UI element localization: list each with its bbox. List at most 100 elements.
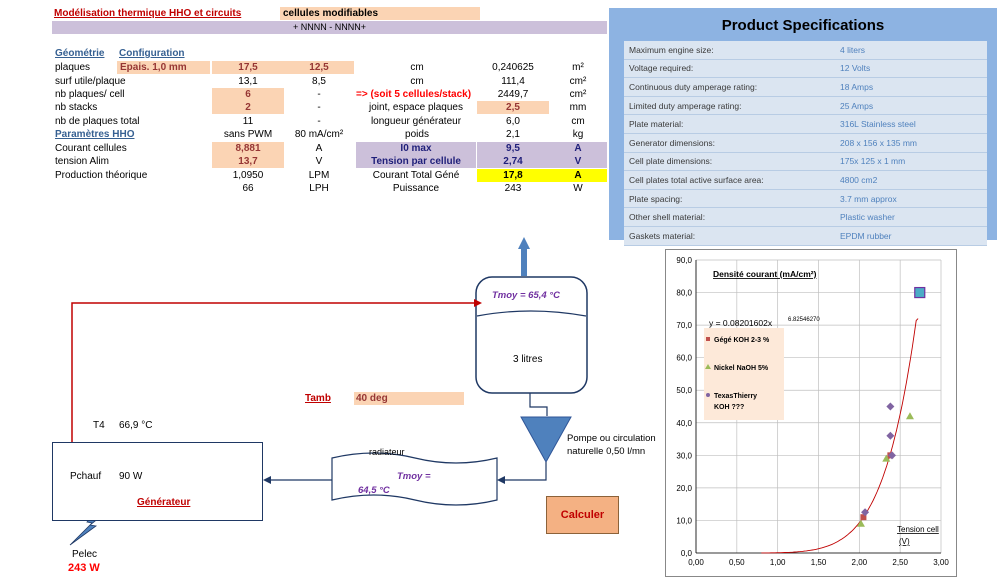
value: 6,0 — [506, 116, 520, 127]
row-label: Production théorique — [55, 170, 148, 181]
spec-row: Plate material:316L Stainless steel — [624, 114, 987, 134]
row-label: nb stacks — [55, 102, 98, 113]
spec-key: Continuous duty amperage rating: — [624, 77, 835, 97]
tank-temperature: Tmoy = 65,4 °C — [492, 290, 560, 301]
trendline-equation: y = 0.08201602x — [709, 318, 773, 328]
ambient-temperature-input[interactable]: 40 deg — [354, 392, 464, 405]
value: 9,5 — [477, 142, 549, 155]
radiator — [331, 452, 498, 506]
spec-row: Continuous duty amperage rating:18 Amps — [624, 77, 987, 97]
data-point — [905, 412, 914, 420]
row-label: plaques — [55, 62, 91, 73]
value: - — [317, 89, 321, 100]
row-label: nb plaques/ cell — [55, 89, 125, 100]
spec-value: 4800 cm2 — [835, 170, 987, 190]
tank — [475, 276, 588, 394]
plate-width-input[interactable]: 12,5 — [284, 61, 354, 74]
spec-key: Maximum engine size: — [624, 41, 835, 60]
total-current-highlight — [477, 169, 607, 182]
y-tick-label: 60,0 — [676, 354, 692, 363]
legend-label: Gégé KOH 2-3 % — [714, 337, 770, 344]
unit: LPM — [308, 170, 330, 181]
spec-row: Generator dimensions:208 x 156 x 135 mm — [624, 133, 987, 153]
value: 17,8 — [503, 170, 523, 181]
thickness-cell[interactable]: Epais. 1,0 mm — [117, 61, 210, 74]
legend-marker — [706, 337, 710, 341]
spec-key: Other shell material: — [624, 207, 835, 227]
spec-value: 3.7 mm approx — [835, 189, 987, 209]
spacing-input[interactable]: 2,5 — [477, 101, 549, 114]
unit: kg — [572, 129, 584, 140]
value: 2,74 — [477, 155, 549, 168]
value: 66 — [242, 183, 254, 194]
unit: A — [574, 170, 582, 181]
calculate-button[interactable]: Calculer — [546, 496, 619, 534]
unit: V — [315, 156, 323, 167]
legend-background — [704, 328, 784, 420]
plate-length-input[interactable]: 17,5 — [212, 61, 284, 74]
unit: cm — [410, 76, 424, 87]
supply-voltage-input[interactable]: 13,7 — [212, 155, 284, 168]
highlight-point — [914, 286, 926, 299]
electric-power-value: 243 W — [68, 562, 100, 574]
y-tick-label: 10,0 — [676, 516, 692, 525]
page-title: Modélisation thermique HHO et circuits — [54, 8, 242, 19]
spec-value: 4 liters — [835, 41, 987, 60]
section-geometry: Géométrie — [55, 48, 105, 59]
thermal-diagram — [69, 237, 588, 546]
unit: mm — [569, 102, 587, 113]
row-label: tension Alim — [55, 156, 109, 167]
label: I0 max — [356, 142, 476, 155]
y-tick-label: 30,0 — [676, 451, 692, 460]
value: 111,4 — [501, 76, 525, 87]
row-label: nb de plaques total — [55, 116, 140, 127]
spec-value: 25 Amps — [835, 96, 987, 116]
spec-row: Cell plate dimensions:175x 125 x 1 mm — [624, 152, 987, 172]
unit: V — [549, 155, 607, 168]
heat-power-label: Pchauf — [70, 471, 102, 482]
section-configuration: Configuration — [119, 48, 185, 59]
legend-marker — [705, 364, 711, 369]
data-point — [886, 402, 895, 411]
unit: cm² — [569, 89, 587, 100]
unit: A — [315, 143, 323, 154]
t4-label: T4 — [93, 420, 105, 431]
data-point — [861, 508, 870, 517]
section-hho-params: Paramètres HHO — [55, 129, 135, 140]
legend-marker — [706, 393, 710, 397]
radiator-label: radiateur — [369, 447, 405, 457]
value: - — [317, 102, 321, 113]
x-tick-label: 2,50 — [892, 558, 908, 567]
heat-power-value: 90 W — [119, 471, 143, 482]
spec-row: Limited duty amperage rating:25 Amps — [624, 96, 987, 116]
y-tick-label: 80,0 — [676, 289, 692, 298]
plates-per-cell-input[interactable]: 6 — [212, 88, 284, 101]
y-tick-label: 90,0 — [676, 256, 692, 265]
ambient-label: Tamb — [305, 393, 331, 404]
x-tick-label: 0,50 — [729, 558, 745, 567]
x-tick-label: 0,00 — [688, 558, 704, 567]
radiator-temperature-label: Tmoy = — [397, 471, 431, 482]
unit: cm — [571, 116, 585, 127]
value: 243 — [504, 183, 522, 194]
spec-value: Plastic washer — [835, 207, 987, 227]
unit: m² — [572, 62, 584, 73]
spec-key: Limited duty amperage rating: — [624, 96, 835, 116]
t4-value: 66,9 °C — [119, 420, 153, 431]
spec-value: EPDM rubber — [835, 226, 987, 246]
data-point — [856, 519, 865, 527]
chart-title: Densité courant (mA/cm²) — [713, 269, 817, 279]
value: 2449,7 — [497, 89, 529, 100]
cells-per-stack-note: => (soit 5 cellules/stack) — [356, 89, 472, 100]
spec-row: Voltage required:12 Volts — [624, 59, 987, 79]
x-axis-label: (V) — [899, 537, 910, 546]
label: Tension par cellule — [356, 155, 476, 168]
stacks-input[interactable]: 2 — [212, 101, 284, 114]
spec-key: Generator dimensions: — [624, 133, 835, 153]
value: 80 mA/cm² — [294, 129, 344, 140]
x-tick-label: 3,00 — [933, 558, 949, 567]
specs-title: Product Specifications — [721, 17, 885, 34]
spec-key: Cell plate dimensions: — [624, 152, 835, 172]
